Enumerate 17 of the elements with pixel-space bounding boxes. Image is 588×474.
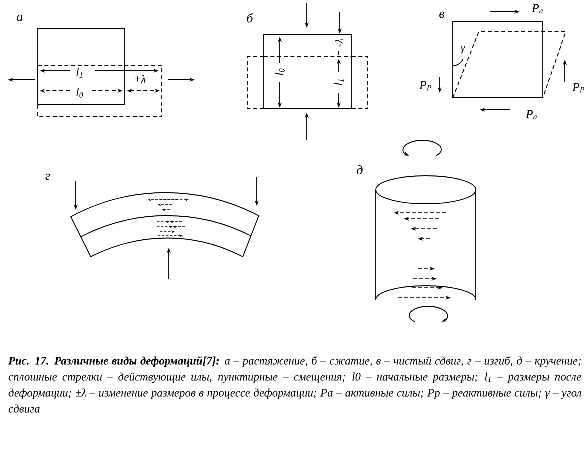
force-label: P$_{a}$ [532,4,544,14]
dimension-label: -λ [335,39,343,47]
force-label: P$_{P}$ [572,83,585,93]
angle-label: γ [461,46,466,54]
dimension-label: l$_{1}$ [334,80,344,86]
dimension-label: l$_{0}$ [275,68,285,76]
panel-letter: д [357,165,363,175]
panel-letter: б [247,13,254,23]
caption: Рис. 17. Различные виды деформаций[7]: а – растяжение, б – сжатие, в – чистый сдвиг, г – изгиб, д – кручение; сплошные стрелки – действующие илы, пунктирные – смещения; l0 – начальные размеры; l$_{1}$ – размеры после деформации; ±λ – изменение размеров в процессе деформации; Pa – активные силы; Pp – реактивные силы; γ – угол сдвига [8,356,582,413]
panel-letter: а [17,14,23,22]
dimension-label: l$_{1}$ [76,68,82,78]
force-label: P$_{a}$ [526,110,538,120]
panel-letter: г [46,174,50,180]
dimension-label: +λ [135,75,146,83]
force-label: P$_{P}$ [420,81,432,91]
dimension-label: l$_{0}$ [76,88,84,98]
panel-letter: в [440,12,445,18]
